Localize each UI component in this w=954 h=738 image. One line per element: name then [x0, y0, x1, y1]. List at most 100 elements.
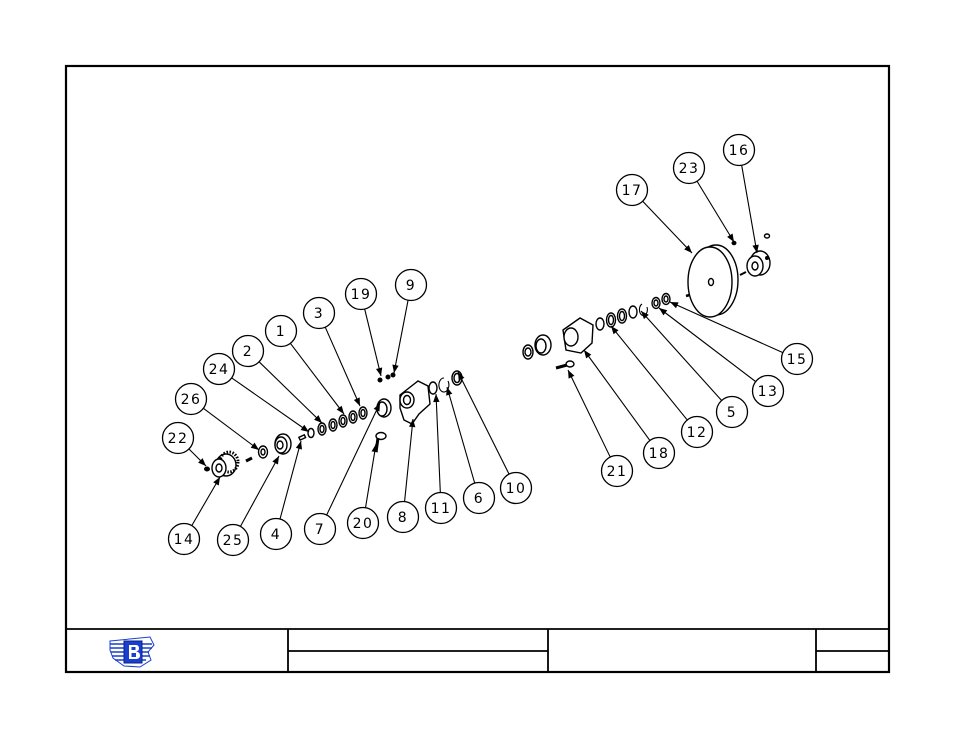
leader-arrow-16	[752, 244, 759, 253]
callout-7: 7	[303, 512, 337, 546]
callout-circle	[462, 481, 496, 515]
callout-label: 6	[474, 491, 484, 507]
callout-21: 21	[600, 454, 634, 488]
callout-10: 10	[499, 471, 533, 505]
callout-circle	[303, 512, 337, 546]
leader-line-20	[364, 443, 377, 508]
callout-14: 14	[167, 522, 201, 556]
callout-label: 2	[243, 344, 253, 360]
leader-line-5	[640, 310, 723, 401]
callout-circle	[167, 522, 201, 556]
leader-arrow-10	[458, 372, 465, 381]
callout-16: 16	[722, 133, 756, 167]
callout-label: 13	[758, 384, 779, 400]
drawing-frame	[64, 64, 891, 674]
callout-circle	[499, 471, 533, 505]
callout-label: 25	[223, 533, 244, 549]
leader-line-21	[567, 369, 611, 458]
callout-11: 11	[424, 491, 458, 525]
callout-24: 24	[202, 352, 236, 386]
callout-circle	[174, 382, 208, 416]
callout-3: 3	[302, 296, 336, 330]
leader-line-19	[364, 308, 382, 377]
callout-circle	[600, 454, 634, 488]
callout-label: 26	[181, 392, 202, 408]
callout-label: 24	[209, 362, 230, 378]
leader-line-18	[583, 349, 651, 441]
callout-label: 23	[679, 161, 700, 177]
callout-circle	[231, 334, 265, 368]
callout-23: 23	[672, 151, 706, 185]
right-assembly-parts	[522, 233, 771, 370]
leader-arrow-9	[392, 364, 399, 373]
callout-19: 19	[344, 277, 378, 311]
leader-line-3	[324, 326, 361, 407]
callout-circle	[386, 500, 420, 534]
leader-arrow-1	[336, 405, 344, 414]
callout-label: 17	[622, 183, 643, 199]
callout-label: 19	[351, 287, 372, 303]
title-block	[66, 628, 889, 672]
callout-label: 5	[727, 405, 737, 421]
leader-arrow-15	[670, 302, 679, 309]
leader-arrow-17	[684, 245, 692, 253]
callout-label: 12	[687, 425, 708, 441]
callout-17: 17	[615, 173, 649, 207]
callout-circle	[680, 415, 714, 449]
callout-circle	[424, 491, 458, 525]
callout-circle	[264, 314, 298, 348]
callout-6: 6	[462, 481, 496, 515]
left-assembly-parts	[204, 370, 463, 478]
leader-line-7	[326, 402, 381, 516]
leader-line-15	[669, 301, 784, 354]
leader-arrow-21	[568, 370, 575, 379]
callout-label: 11	[431, 501, 452, 517]
leader-arrow-25	[272, 456, 279, 465]
callout-22: 22	[161, 421, 195, 455]
callout-12: 12	[680, 415, 714, 449]
callout-label: 15	[787, 352, 808, 368]
callout-20: 20	[346, 506, 380, 540]
callout-circle	[161, 421, 195, 455]
callout-circle	[715, 395, 749, 429]
callout-25: 25	[216, 523, 250, 557]
callout-26: 26	[174, 382, 208, 416]
leader-arrow-13	[659, 308, 668, 316]
callout-13: 13	[751, 374, 785, 408]
callout-label: 4	[271, 527, 281, 543]
leader-line-12	[610, 325, 688, 421]
callout-circle	[344, 277, 378, 311]
callout-circle	[346, 506, 380, 540]
leader-arrow-8	[409, 419, 416, 428]
leader-line-2	[258, 361, 323, 424]
leader-arrow-6	[446, 387, 453, 396]
callout-label: 22	[168, 431, 189, 447]
leader-line-16	[741, 165, 758, 254]
callout-circle	[780, 342, 814, 376]
leader-line-1	[289, 343, 345, 415]
callout-circle	[722, 133, 756, 167]
callout-circle	[394, 268, 428, 302]
leader-arrow-18	[584, 350, 592, 359]
leader-line-10	[457, 371, 510, 475]
leader-line-4	[279, 440, 302, 520]
callout-label: 21	[607, 464, 628, 480]
leader-arrow-23	[727, 233, 734, 242]
leader-line-24	[231, 377, 310, 433]
callout-5: 5	[715, 395, 749, 429]
leader-line-17	[642, 200, 693, 254]
callout-2: 2	[231, 334, 265, 368]
leader-arrow-12	[611, 326, 619, 335]
leader-line-9	[393, 300, 409, 374]
leader-arrow-14	[213, 477, 220, 486]
callout-label: 14	[174, 532, 195, 548]
callout-label: 9	[406, 278, 416, 294]
leader-arrow-4	[295, 441, 303, 450]
callout-circle	[216, 523, 250, 557]
callout-4: 4	[259, 517, 293, 551]
callout-circle	[302, 296, 336, 330]
leader-arrow-7	[373, 403, 380, 412]
callout-label: 7	[315, 522, 325, 538]
callout-label: 3	[314, 306, 324, 322]
